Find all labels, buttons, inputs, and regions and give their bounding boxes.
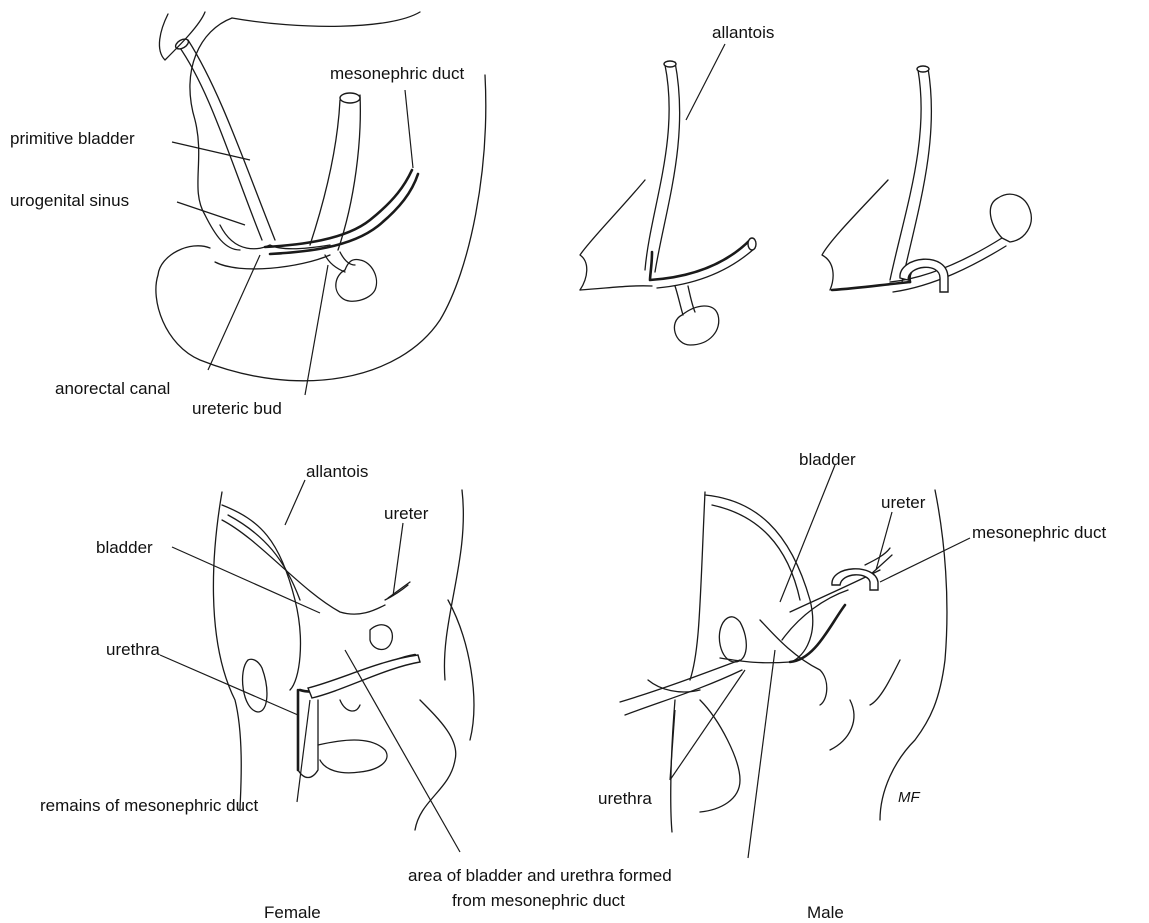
label-female-bladder: bladder — [96, 538, 153, 557]
label-male-urethra: urethra — [598, 789, 652, 808]
panel-male: bladder ureter mesonephric duct urethra … — [598, 450, 1106, 922]
embryo-outline — [232, 12, 420, 26]
label-ureteric-bud: ureteric bud — [192, 399, 282, 418]
caption-male: Male — [807, 903, 844, 922]
caption-female: Female — [264, 903, 321, 922]
label-female-allantois: allantois — [306, 462, 368, 481]
label-male-mesonephric-duct: mesonephric duct — [972, 523, 1106, 542]
label-male-bladder: bladder — [799, 450, 856, 469]
label-mesonephric-duct: mesonephric duct — [330, 64, 464, 83]
label-male-ureter: ureter — [881, 493, 926, 512]
label-area-line1: area of bladder and urethra formed — [408, 866, 672, 885]
shared-caption: area of bladder and urethra formed from … — [408, 866, 672, 910]
signature-mark: MF — [898, 789, 920, 806]
label-primitive-bladder: primitive bladder — [10, 129, 135, 148]
label-anorectal-canal: anorectal canal — [55, 379, 170, 398]
panel-female: allantois bladder ureter urethra remains… — [40, 462, 474, 922]
ureteric-bud-shape — [325, 255, 345, 272]
label-female-urethra: urethra — [106, 640, 160, 659]
label-female-ureter: ureter — [384, 504, 429, 523]
panel-allantois-right — [822, 66, 1031, 292]
label-remains-mesonephric-duct: remains of mesonephric duct — [40, 796, 259, 815]
mesonephric-duct-line — [265, 170, 412, 247]
label-urogenital-sinus: urogenital sinus — [10, 191, 129, 210]
label-allantois-top: allantois — [712, 23, 774, 42]
label-area-line2: from mesonephric duct — [452, 891, 625, 910]
panel-early-embryo: mesonephric duct primitive bladder uroge… — [10, 12, 486, 418]
panel-allantois: allantois — [580, 23, 774, 345]
